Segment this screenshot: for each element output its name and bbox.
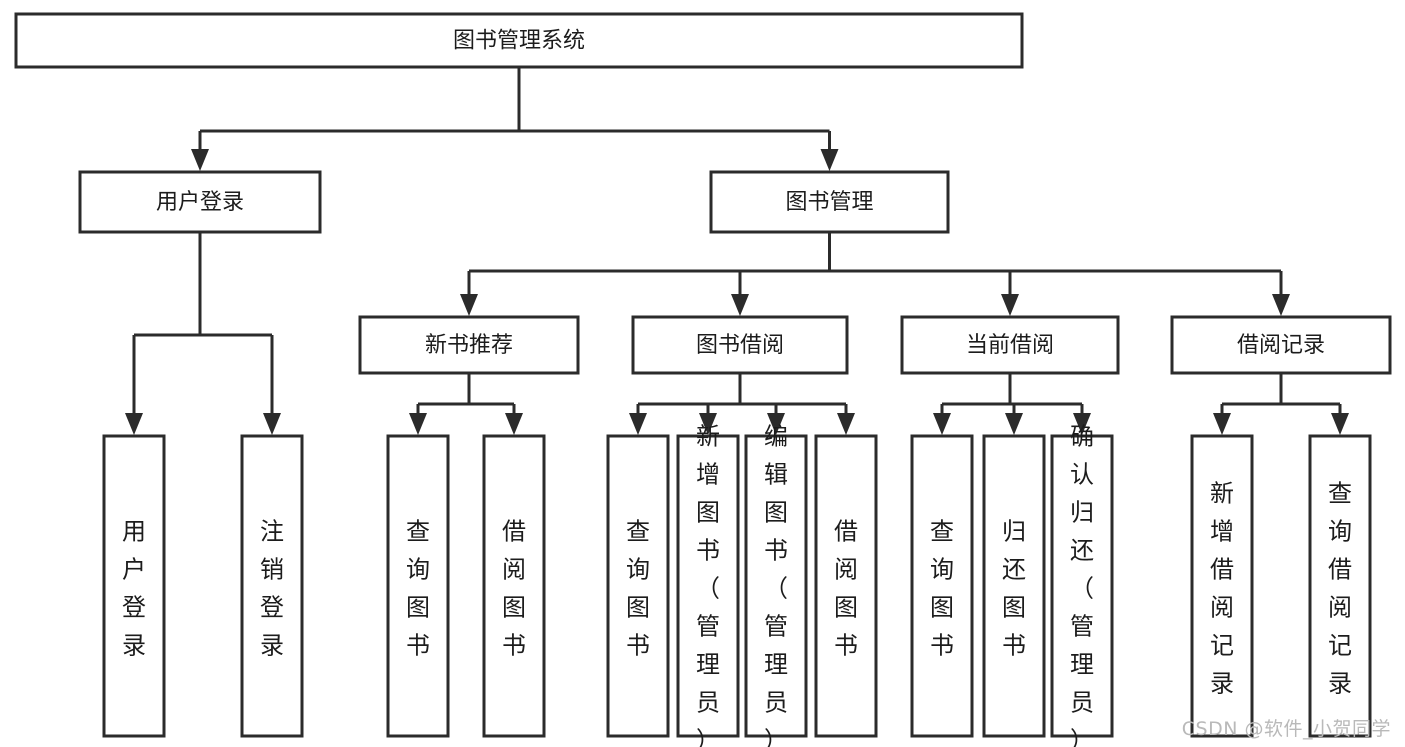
node-boxes: 图书管理系统用户登录图书管理新书推荐图书借阅当前借阅借阅记录用户登录注销登录查询… <box>14 12 1392 747</box>
node-current-borrow[interactable]: 当前借阅 <box>900 315 1120 375</box>
node-label: 借阅图书 <box>834 518 858 660</box>
arrow-head-icon <box>629 413 647 435</box>
node-label: 查询图书 <box>930 518 954 660</box>
node-leaf-confirm-return-admin[interactable]: 确认归还（管理员） <box>1050 423 1114 747</box>
arrow-head-icon <box>1272 294 1290 316</box>
arrow-head-icon <box>125 413 143 435</box>
node-box[interactable] <box>1170 315 1392 375</box>
node-box[interactable] <box>386 434 450 738</box>
arrow-head-icon <box>1213 413 1231 435</box>
node-root-root[interactable]: 图书管理系统 <box>14 12 1024 69</box>
node-leaf-add-book-admin[interactable]: 新增图书（管理员） <box>676 423 740 747</box>
node-label: 查询图书 <box>626 518 650 660</box>
node-box[interactable] <box>631 315 849 375</box>
node-label: 借阅记录 <box>1237 333 1325 358</box>
node-box[interactable] <box>240 434 304 738</box>
node-box[interactable] <box>1190 434 1254 738</box>
node-leaf-query-borrow-record[interactable]: 查询借阅记录 <box>1308 434 1372 738</box>
arrow-head-icon <box>1073 413 1091 435</box>
node-label: 新增借阅记录 <box>1210 480 1234 698</box>
node-label: 当前借阅 <box>966 333 1054 358</box>
arrow-head-icon <box>820 149 839 171</box>
node-box[interactable] <box>606 434 670 738</box>
node-box[interactable] <box>78 170 322 234</box>
node-leaf-user-login[interactable]: 用户登录 <box>102 434 166 738</box>
arrow-head-icon <box>767 413 785 435</box>
node-box[interactable] <box>1050 434 1114 738</box>
node-leaf-query-book-borrow[interactable]: 查询图书 <box>606 434 670 738</box>
arrow-head-icon <box>1005 413 1023 435</box>
node-book-manage[interactable]: 图书管理 <box>709 170 950 234</box>
node-box[interactable] <box>744 434 808 738</box>
node-box[interactable] <box>982 434 1046 738</box>
node-label: 新增图书（管理员） <box>696 423 720 747</box>
node-leaf-add-borrow-record[interactable]: 新增借阅记录 <box>1190 434 1254 738</box>
arrow-head-icon <box>191 149 209 171</box>
node-book-borrow[interactable]: 图书借阅 <box>631 315 849 375</box>
node-leaf-borrow-book[interactable]: 借阅图书 <box>814 434 878 738</box>
node-label: 查询图书 <box>406 518 430 660</box>
arrow-head-icon <box>699 413 717 435</box>
node-box[interactable] <box>102 434 166 738</box>
node-leaf-query-book-current[interactable]: 查询图书 <box>910 434 974 738</box>
node-label: 新书推荐 <box>425 333 513 358</box>
arrow-head-icon <box>263 413 281 435</box>
node-label: 图书管理系统 <box>453 29 585 54</box>
node-label: 图书管理 <box>785 190 873 215</box>
arrow-head-icon <box>1331 413 1349 435</box>
connector-lines <box>125 67 1349 435</box>
arrow-head-icon <box>409 413 427 435</box>
arrow-head-icon <box>1001 294 1019 316</box>
node-label: 用户登录 <box>156 190 244 215</box>
node-leaf-return-book[interactable]: 归还图书 <box>982 434 1046 738</box>
node-box[interactable] <box>814 434 878 738</box>
node-label: 查询借阅记录 <box>1328 480 1352 698</box>
node-box[interactable] <box>910 434 974 738</box>
node-label: 确认归还（管理员） <box>1070 423 1094 747</box>
node-user-login[interactable]: 用户登录 <box>78 170 322 234</box>
node-box[interactable] <box>709 170 950 234</box>
node-leaf-logout[interactable]: 注销登录 <box>240 434 304 738</box>
node-new-book-recommend[interactable]: 新书推荐 <box>358 315 580 375</box>
node-box[interactable] <box>358 315 580 375</box>
node-box[interactable] <box>1308 434 1372 738</box>
node-leaf-borrow-book-recommend[interactable]: 借阅图书 <box>482 434 546 738</box>
arrow-head-icon <box>837 413 855 435</box>
node-label: 借阅图书 <box>502 518 526 660</box>
watermark-text: CSDN @软件_小贺同学 <box>1181 718 1391 740</box>
arrow-head-icon <box>933 413 951 435</box>
node-box[interactable] <box>900 315 1120 375</box>
node-label: 图书借阅 <box>696 333 784 358</box>
arrow-head-icon <box>731 294 749 316</box>
node-label: 归还图书 <box>1002 518 1026 660</box>
node-label: 注销登录 <box>260 518 284 660</box>
node-leaf-edit-book-admin[interactable]: 编辑图书（管理员） <box>744 423 808 747</box>
node-label: 用户登录 <box>122 518 146 660</box>
node-borrow-record[interactable]: 借阅记录 <box>1170 315 1392 375</box>
node-box[interactable] <box>676 434 740 738</box>
node-leaf-query-book-recommend[interactable]: 查询图书 <box>386 434 450 738</box>
node-box[interactable] <box>482 434 546 738</box>
arrow-head-icon <box>505 413 523 435</box>
node-label: 编辑图书（管理员） <box>764 423 788 747</box>
arrow-head-icon <box>460 294 478 316</box>
node-box[interactable] <box>14 12 1024 69</box>
